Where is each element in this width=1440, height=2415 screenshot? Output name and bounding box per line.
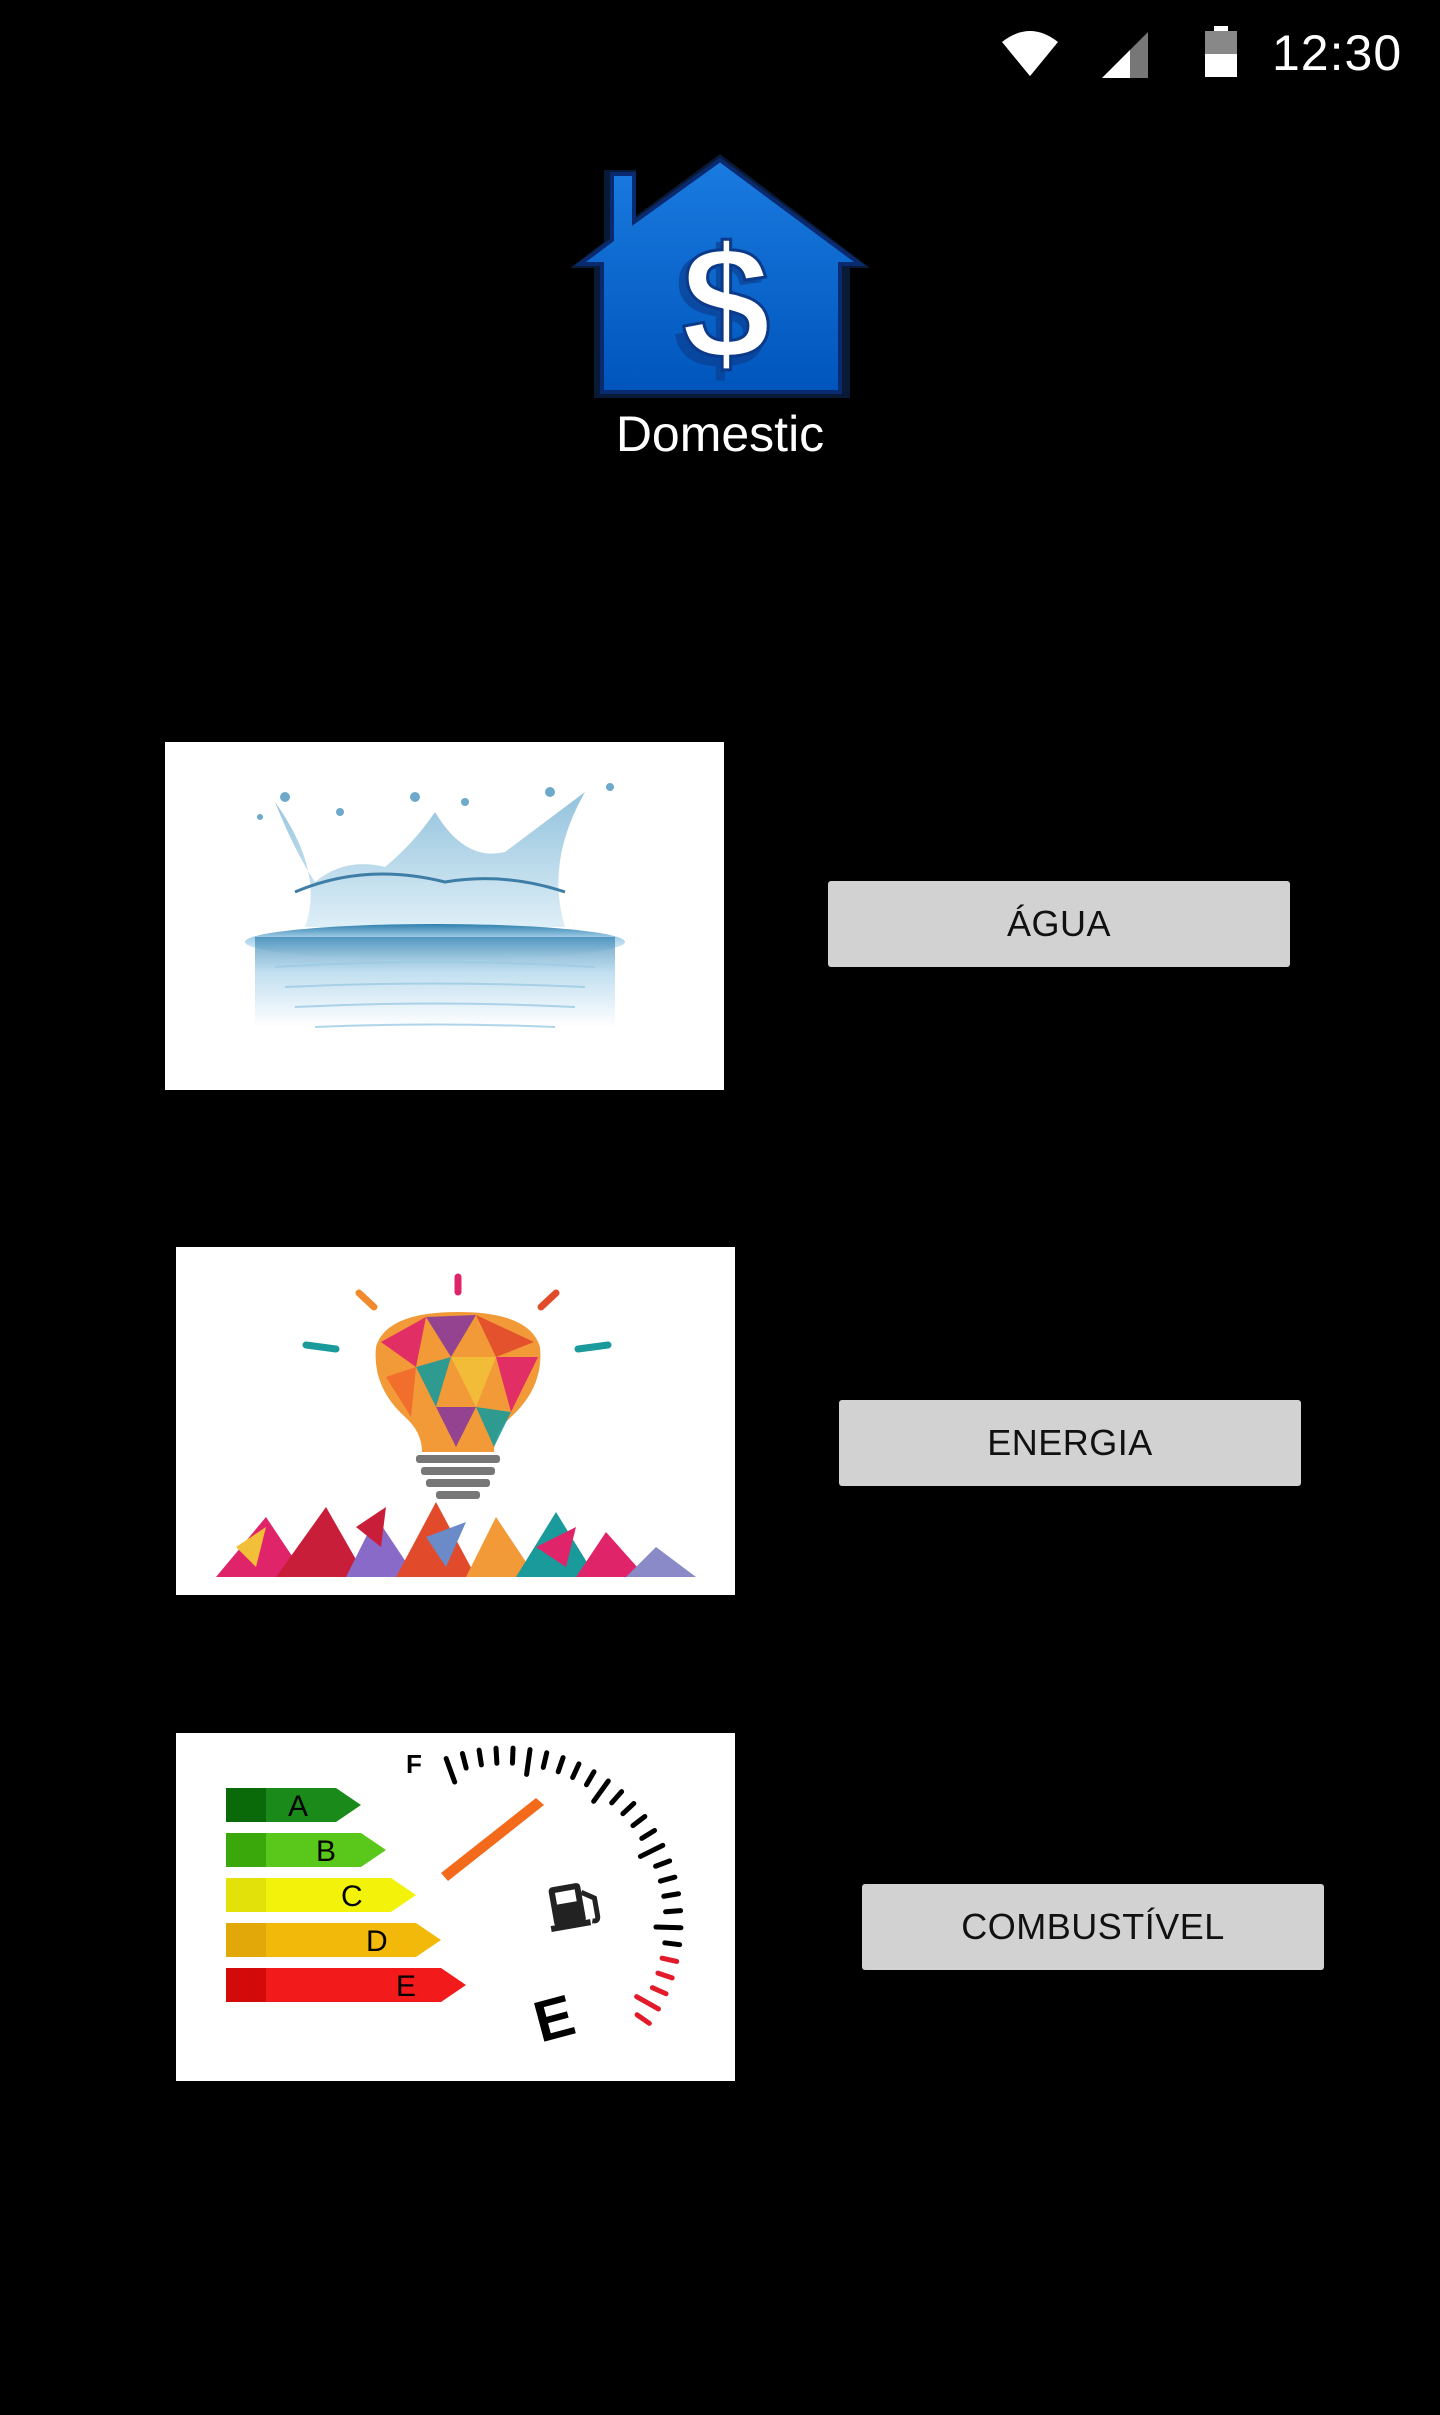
- gauge-tick: [459, 1751, 469, 1771]
- wifi-icon: [1002, 31, 1058, 76]
- gauge-tick: [509, 1745, 516, 1766]
- agua-button[interactable]: ÁGUA: [828, 881, 1290, 967]
- gauge-tick: [639, 1827, 658, 1841]
- energy-label-e: E: [396, 1970, 416, 2003]
- combustivel-button[interactable]: COMBUSTÍVEL: [862, 1884, 1324, 1970]
- gauge-tick: [476, 1747, 484, 1768]
- gauge-tick: [443, 1756, 458, 1785]
- gauge-tick: [570, 1761, 582, 1781]
- status-time: 12:30: [1272, 25, 1403, 81]
- status-bar: 12:30: [0, 0, 1440, 110]
- water-splash-image: [165, 742, 724, 1090]
- gauge-tick: [634, 1994, 661, 2012]
- gauge-tick: [555, 1755, 566, 1775]
- gauge-tick: [657, 1874, 678, 1884]
- gauge-tick: [653, 1858, 673, 1869]
- lightbulb-image: [176, 1247, 735, 1595]
- gauge-empty-label: E: [527, 1982, 581, 2055]
- gauge-tick: [659, 1955, 680, 1964]
- fuel-pump-icon: [548, 1883, 601, 1933]
- gauge-tick: [649, 1985, 669, 1997]
- gauge-full-label: F: [406, 1749, 422, 1779]
- svg-text:$: $: [682, 213, 771, 392]
- battery-icon: [1205, 26, 1237, 77]
- gauge-tick: [493, 1745, 500, 1766]
- gauge-tick: [661, 1891, 682, 1899]
- gauge-tick: [524, 1747, 533, 1777]
- gauge-tick: [591, 1778, 611, 1804]
- app-title: Domestic: [615, 406, 825, 462]
- energy-label-b: B: [316, 1835, 336, 1868]
- energy-label-a: A: [288, 1790, 308, 1823]
- gauge-tick: [630, 1813, 648, 1829]
- energy-label-c: C: [341, 1880, 363, 1913]
- svg-text:$: $: [673, 215, 768, 405]
- gauge-tick: [637, 1842, 666, 1859]
- cell-signal-icon: [1102, 32, 1148, 78]
- gauge-tick: [655, 1970, 675, 1981]
- gauge-tick: [583, 1769, 597, 1788]
- gauge-tick: [653, 1924, 684, 1931]
- energia-button[interactable]: ENERGIA: [839, 1400, 1301, 1486]
- fuel-gauge-image: A B C D E F E: [176, 1733, 735, 2081]
- gauge-tick: [620, 1800, 637, 1817]
- gauge-tick: [662, 1940, 683, 1948]
- energy-label-d: D: [366, 1925, 388, 1958]
- gauge-tick: [609, 1789, 625, 1806]
- house-dollar-icon: $ $: [570, 154, 870, 405]
- gauge-tick: [663, 1908, 684, 1915]
- gauge-tick: [540, 1750, 550, 1770]
- gauge-tick: [634, 2012, 652, 2026]
